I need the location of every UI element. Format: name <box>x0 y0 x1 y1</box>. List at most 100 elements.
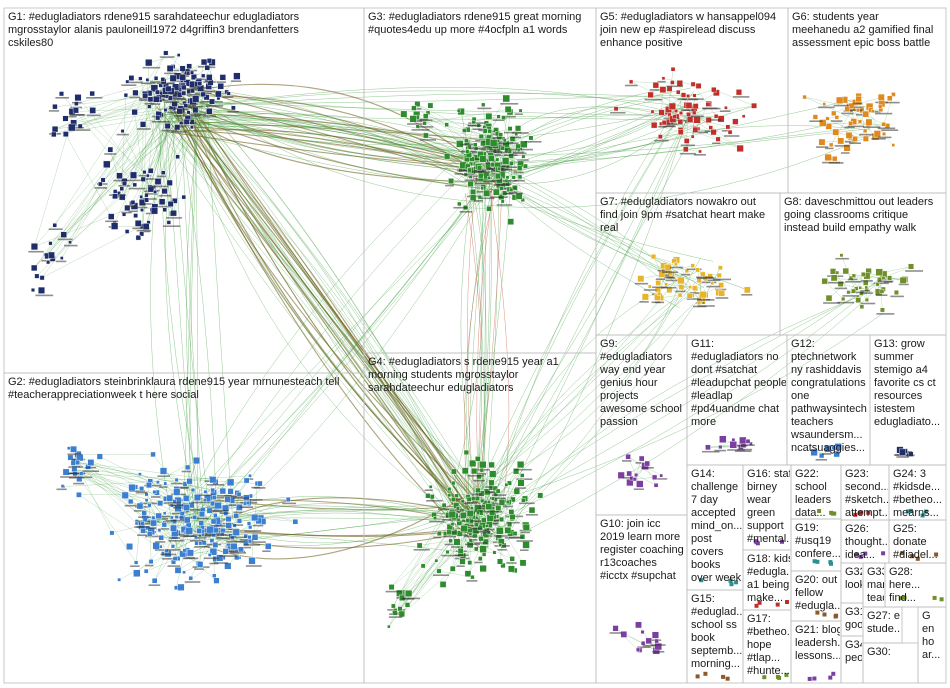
edge <box>492 174 684 279</box>
node <box>48 251 55 259</box>
node-label <box>150 496 161 498</box>
node <box>858 554 863 559</box>
node-label <box>445 184 454 187</box>
node-label <box>182 115 200 117</box>
node-label <box>282 502 297 505</box>
node <box>652 474 658 480</box>
node <box>651 631 659 639</box>
node <box>405 590 413 597</box>
node-label <box>847 278 858 281</box>
node-label <box>875 294 888 296</box>
edge <box>182 90 701 111</box>
group-label-line: idea... <box>845 549 875 561</box>
group-label-line: #edugladiators <box>600 351 673 363</box>
node <box>647 91 654 99</box>
node-label <box>160 99 171 102</box>
node <box>508 509 515 515</box>
node-label <box>172 506 186 509</box>
node <box>133 569 141 577</box>
node-label <box>198 535 217 537</box>
node <box>247 535 252 540</box>
node-label <box>489 502 501 505</box>
edge <box>498 96 864 175</box>
node-label <box>443 535 456 538</box>
node-label <box>151 121 170 123</box>
node <box>211 495 217 500</box>
group-label-line: istestem <box>874 403 915 415</box>
node <box>109 530 115 536</box>
node-label <box>203 81 216 83</box>
node-label <box>505 192 523 195</box>
node-label <box>873 282 889 285</box>
node <box>830 268 837 275</box>
node <box>163 481 168 486</box>
group-label: G2: #edugladiators steinbrinklaura rdene… <box>8 376 339 401</box>
node-label <box>610 111 626 114</box>
node-label <box>847 125 865 128</box>
node-label <box>216 495 232 497</box>
node <box>497 166 501 171</box>
node <box>246 521 252 526</box>
node <box>113 189 118 194</box>
node-label <box>637 646 651 648</box>
node-label <box>697 299 715 301</box>
edge <box>135 523 141 563</box>
edge <box>181 99 462 522</box>
node <box>138 198 146 206</box>
group-label-line: join new ep #aspirelead discuss <box>599 24 756 36</box>
node <box>676 89 681 95</box>
node-label <box>176 73 191 76</box>
node-label <box>179 108 189 111</box>
group-label-line: G19: <box>795 522 819 534</box>
node-label <box>489 497 506 500</box>
node <box>391 603 396 609</box>
edge <box>430 486 457 496</box>
edge <box>74 461 213 504</box>
node <box>812 676 817 681</box>
node-label <box>499 166 509 168</box>
group-label: G28:here...find... <box>889 566 920 604</box>
group-label-line: challenge <box>691 481 738 493</box>
node-label <box>136 229 152 232</box>
node <box>819 119 827 127</box>
node <box>387 624 391 629</box>
node <box>686 94 691 98</box>
node <box>98 181 103 187</box>
node <box>128 484 136 492</box>
node-label <box>160 553 177 556</box>
node <box>902 595 907 600</box>
node-label <box>164 101 179 103</box>
node <box>479 461 487 469</box>
node <box>198 520 204 526</box>
group-label-line: G21: blog <box>795 624 843 636</box>
node <box>824 153 832 162</box>
group-label-line: #edugladiators no <box>691 351 778 363</box>
node-label <box>651 301 661 304</box>
group-label-line: #eduglad... <box>691 606 745 618</box>
node <box>174 478 179 482</box>
edge <box>159 89 204 512</box>
node <box>492 550 497 555</box>
group-label-line: #icctx #supchat <box>600 570 676 582</box>
edge <box>150 75 238 190</box>
node-label <box>212 101 223 103</box>
node <box>718 445 723 450</box>
node <box>724 106 728 110</box>
node <box>493 188 500 196</box>
node <box>155 89 160 95</box>
node <box>175 154 180 160</box>
node <box>214 502 222 510</box>
node <box>815 559 820 564</box>
node-label <box>468 122 486 124</box>
node-label <box>158 194 172 197</box>
node-label <box>512 152 527 155</box>
node <box>636 647 641 652</box>
node-label <box>665 279 683 282</box>
node-label <box>170 519 185 522</box>
node-label <box>634 282 649 285</box>
edge <box>424 109 509 124</box>
node <box>467 167 473 173</box>
